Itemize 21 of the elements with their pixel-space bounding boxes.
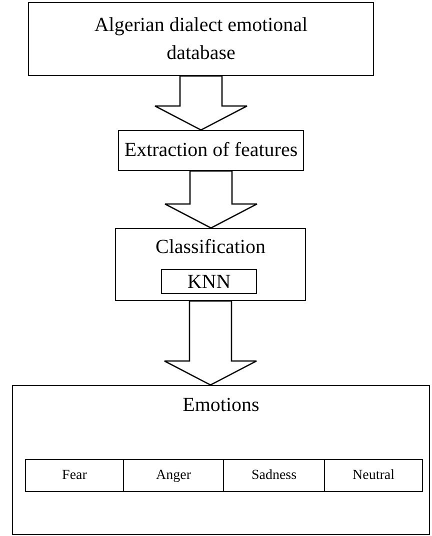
block-arrow	[164, 170, 258, 229]
node-label: Emotions	[182, 393, 260, 417]
table-cell	[324, 459, 423, 492]
node-label: Fear	[61, 467, 88, 485]
process-box	[115, 228, 306, 301]
process-box	[118, 130, 304, 171]
table-cell	[223, 459, 325, 492]
node-label: Sadness	[250, 467, 298, 485]
node-label: KNN	[186, 271, 232, 293]
node-label: Extraction of features	[123, 138, 299, 162]
method-box	[161, 269, 257, 294]
block-arrow	[154, 75, 248, 131]
table-cell	[123, 459, 224, 492]
process-box	[28, 2, 374, 76]
node-label: Algerian dialect emotional database	[93, 13, 309, 66]
block-arrow	[164, 300, 258, 386]
node-label: Neutral	[352, 467, 396, 485]
node-label: Anger	[155, 467, 192, 485]
table-cell	[25, 459, 124, 492]
output-box	[12, 385, 430, 535]
node-label: Classification	[154, 235, 266, 259]
